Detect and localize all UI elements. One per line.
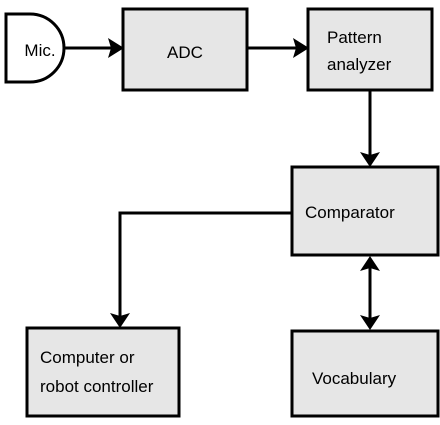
pattern-analyzer-label-line2: analyzer — [327, 55, 392, 74]
comparator-node: Comparator — [290, 165, 440, 257]
comparator-box — [290, 165, 440, 257]
arrowhead-comparator-top — [360, 152, 380, 167]
pattern-analyzer-node: Pattern analyzer — [306, 7, 434, 92]
arrowhead-adc — [108, 38, 124, 58]
arrowhead-vocabulary — [360, 315, 380, 330]
pattern-analyzer-box — [306, 7, 434, 92]
mic-shape — [4, 12, 66, 84]
computer-label-line1: Computer or — [40, 348, 135, 367]
arrowhead-pattern — [293, 38, 309, 58]
computer-label-line2: robot controller — [40, 377, 154, 396]
computer-node: Computer or robot controller — [25, 326, 181, 418]
connectors — [64, 46, 372, 318]
comparator-label: Comparator — [305, 203, 395, 222]
adc-label: ADC — [167, 43, 203, 62]
arrowhead-computer — [110, 313, 130, 328]
arrowhead-comparator-bottom — [360, 256, 380, 271]
mic-node: Mic. — [4, 12, 66, 84]
mic-label: Mic. — [24, 41, 55, 60]
arrowheads — [108, 38, 380, 330]
arrow-comparator-to-computer — [118, 211, 292, 316]
vocabulary-box — [290, 329, 440, 418]
vocabulary-node: Vocabulary — [290, 329, 440, 418]
pattern-analyzer-label-line1: Pattern — [327, 28, 382, 47]
adc-node: ADC — [121, 7, 249, 92]
vocabulary-label: Vocabulary — [312, 369, 397, 388]
computer-box — [25, 326, 181, 418]
